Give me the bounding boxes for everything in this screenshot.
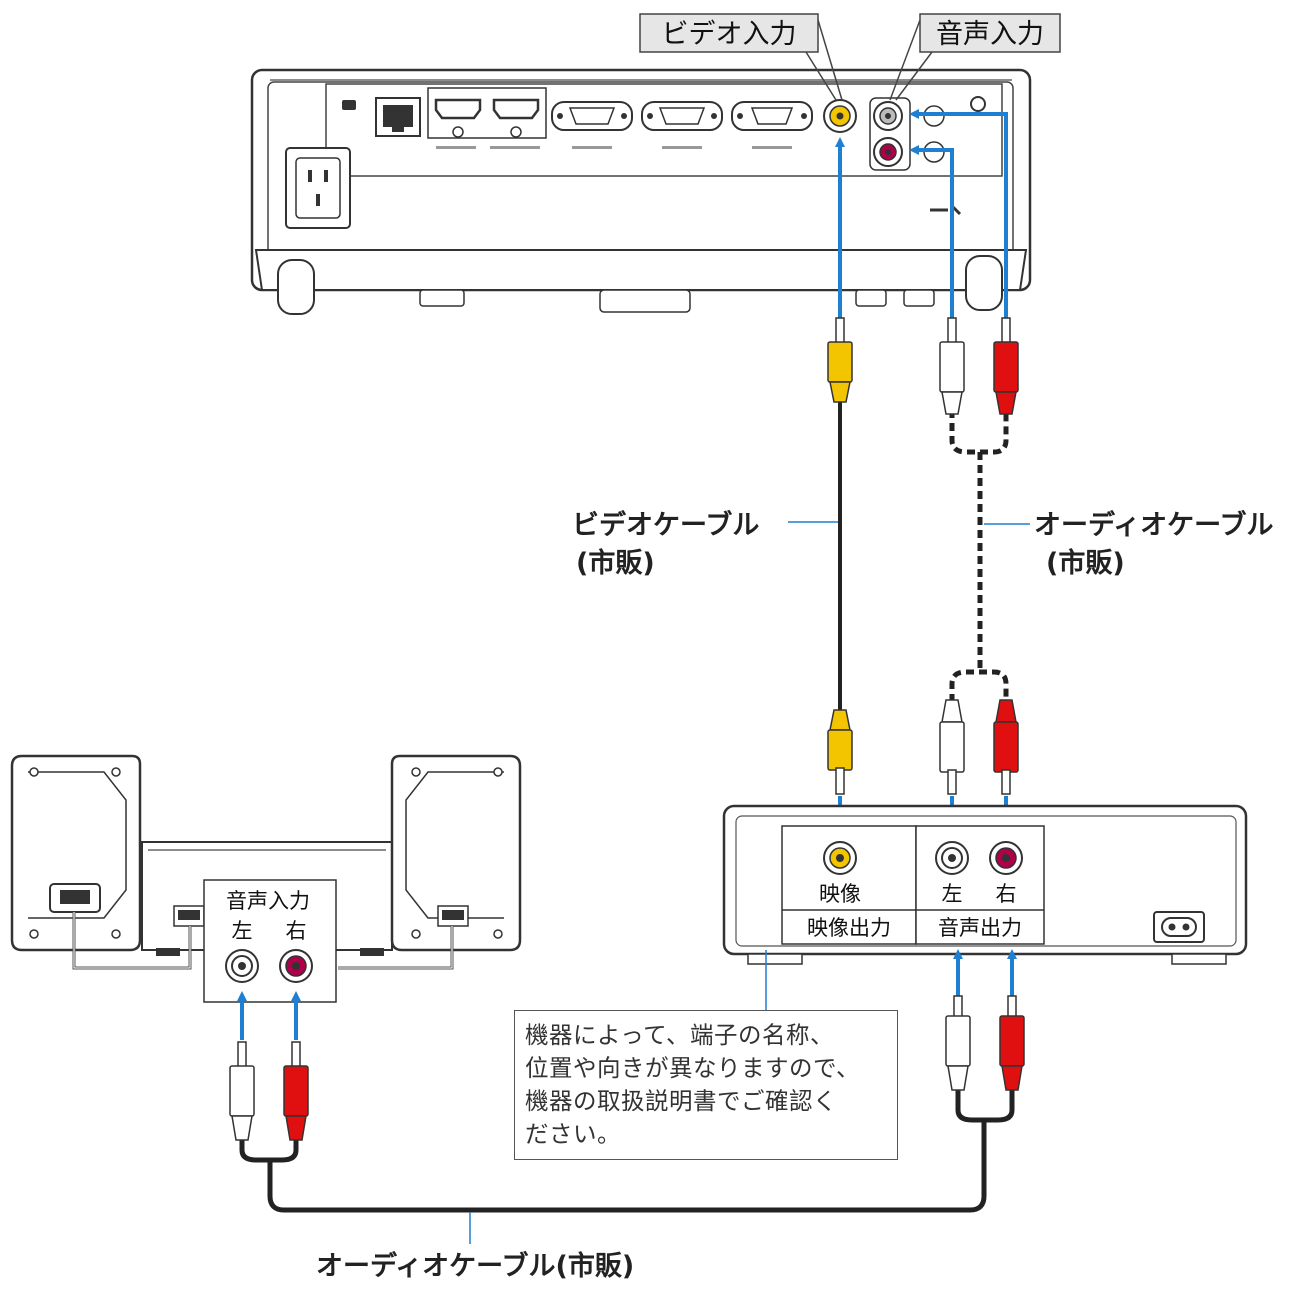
video-cable-label: ビデオケーブル [572, 509, 759, 541]
dsub-port-icon [551, 101, 633, 131]
right-speaker-icon [390, 754, 522, 952]
note-line: ださい。 [525, 1120, 621, 1148]
source-left-jack-label: 左 [942, 882, 963, 906]
audio-output-label: 音声出力 [938, 916, 1022, 940]
audio-cable-upper [939, 317, 1019, 795]
note-box: 機器によって、端子の名称、 位置や向きが異なりますので、 機器の取扱説明書でご確… [514, 1010, 898, 1160]
note-line: 機器の取扱説明書でご確認く [525, 1087, 837, 1115]
audio-input-label: 音声入力 [936, 19, 1044, 50]
projector-video-jack [823, 99, 857, 133]
speaker-left-label: 左 [232, 919, 253, 943]
callout-video-input: ビデオ入力 [639, 13, 843, 101]
video-cable-callout: ビデオケーブル (市販) [572, 509, 838, 579]
source-output-arrows [953, 949, 1017, 1000]
power-inlet-icon [1153, 911, 1205, 943]
serial-port-icon [731, 101, 813, 131]
audio-cable-label: オーディオケーブル [1034, 509, 1274, 541]
video-cable-sub-label: (市販) [576, 547, 655, 579]
audio-cable-callout: オーディオケーブル (市販) [984, 509, 1274, 579]
callout-audio-input: 音声入力 [889, 13, 1061, 101]
video-input-label: ビデオ入力 [662, 19, 797, 50]
speakers: 音声入力 左 右 [10, 754, 522, 1003]
audio-cable-bottom-label: オーディオケーブル(市販) [316, 1250, 634, 1282]
source-right-jack-label: 右 [996, 882, 1017, 906]
source-device: 映像 左 右 映像出力 音声出力 [722, 804, 1248, 965]
audio-cable-sub-label: (市販) [1046, 547, 1125, 579]
dsub-port-icon [641, 101, 723, 131]
signal-arrows [835, 109, 1008, 320]
speaker-input-arrows [237, 991, 301, 1040]
note-line: 機器によって、端子の名称、 [525, 1021, 834, 1049]
left-speaker-icon [10, 754, 142, 952]
hdmi-port-icon [492, 98, 540, 138]
video-cable [827, 317, 853, 795]
ac-inlet-icon [285, 147, 351, 229]
audio-cable-bottom-callout: オーディオケーブル(市販) [316, 1212, 634, 1282]
note-line: 位置や向きが異なりますので、 [525, 1054, 861, 1082]
audio-cable-lower [229, 995, 1025, 1213]
lan-port-icon [375, 97, 421, 137]
video-output-label: 映像出力 [807, 916, 891, 940]
source-video-jack-label: 映像 [819, 882, 861, 906]
speaker-audio-input-label: 音声入力 [226, 889, 310, 913]
projector [250, 68, 1032, 315]
speaker-right-label: 右 [286, 919, 307, 943]
hdmi-port-icon [434, 98, 482, 138]
